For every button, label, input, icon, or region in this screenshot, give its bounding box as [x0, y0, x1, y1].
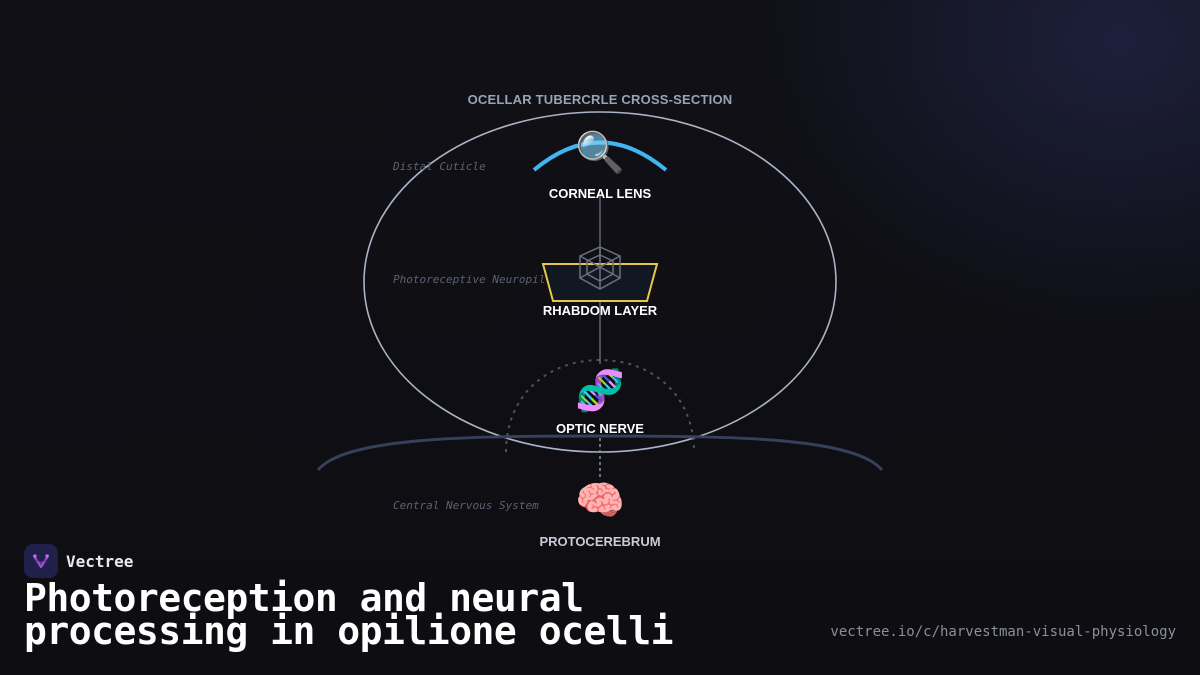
- brand: Vectree: [24, 544, 133, 578]
- node-rhabdom-layer: RHABDOM LAYER: [541, 246, 659, 318]
- lens-arc: [532, 140, 668, 172]
- magnifier-icon: 🔍: [575, 127, 625, 176]
- node-protocerebrum: 🧠 PROTOCEREBRUM: [539, 478, 660, 549]
- rhabdom-label: RHABDOM LAYER: [543, 303, 658, 318]
- node-corneal-lens: 🔍 CORNEAL LENS: [532, 127, 668, 201]
- vectree-logo-icon: [24, 544, 58, 578]
- region-label-cns: Central Nervous System: [393, 499, 539, 512]
- protocerebrum-label: PROTOCEREBRUM: [539, 534, 660, 549]
- spider-web-icon: [579, 246, 621, 290]
- dna-icon: 🧬: [575, 366, 625, 414]
- node-optic-nerve: 🧬 OPTIC NERVE: [556, 366, 644, 436]
- lens-label: CORNEAL LENS: [549, 186, 652, 201]
- brand-name: Vectree: [66, 551, 134, 571]
- optic-nerve-label: OPTIC NERVE: [556, 421, 644, 436]
- page-headline: Photoreception and neural processing in …: [24, 576, 673, 653]
- brain-icon: 🧠: [575, 478, 625, 524]
- region-label-photoreceptive: Photoreceptive Neuropil: [393, 273, 545, 286]
- region-label-distal: Distal Cuticle: [392, 160, 486, 173]
- cns-boundary: [316, 434, 884, 471]
- diagram-title: OCELLAR TUBERCRLE CROSS-SECTION: [468, 92, 733, 107]
- source-url: vectree.io/c/harvestman-visual-physiolog…: [830, 624, 1176, 640]
